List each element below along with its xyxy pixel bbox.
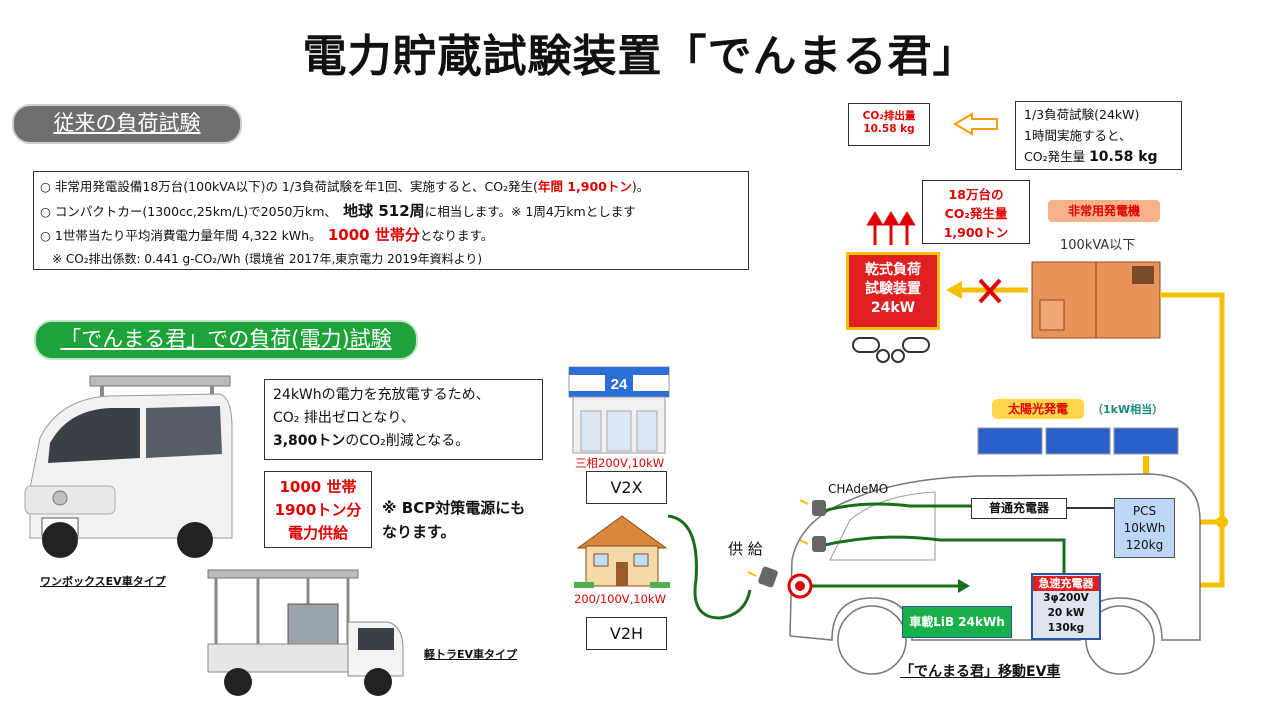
co2-hollow-arrow: [953, 112, 998, 136]
fast-charger-title: 急速充電器: [1033, 576, 1099, 591]
desc-line-1: 24kWhの電力を充放電するため、: [273, 387, 490, 403]
chademo-connector-icon: [758, 500, 826, 588]
fast-charger-line-4: 130kg: [1047, 622, 1085, 634]
dry-load-tester-box: 乾式負荷 試験装置 24kW: [846, 252, 940, 330]
solar-caption: （1kW相当）: [1092, 403, 1164, 416]
co2-total-line-3: 1,900トン: [943, 225, 1009, 240]
pcs-line-3: 120kg: [1125, 538, 1164, 552]
yellow-arrow-to-fast-charger: [1102, 577, 1116, 593]
store-sign: 24: [611, 376, 628, 393]
yellow-arrow-to-load: [946, 281, 962, 299]
house-icon: [574, 515, 670, 588]
bcp-line-2: なります。: [382, 523, 456, 541]
conventional-line-1: ○ 非常用発電設備18万台(100kVA以下)の 1/3負荷試験を年1回、実施す…: [40, 179, 650, 194]
supply-line-1: 1000 世帯: [279, 478, 357, 496]
page-title: 電力貯蔵試験装置「でんまる君」: [302, 31, 978, 82]
ev-caption: 「でんまる君」移動EV車: [900, 664, 1061, 680]
cross-icon: [978, 278, 1002, 304]
van-ev-image: [24, 375, 233, 558]
target-icon: [787, 573, 813, 599]
caption-truck: 軽トラEV車タイプ: [424, 648, 518, 661]
co2-box-line-2: 10.58 kg: [863, 123, 915, 135]
dry-load-line-2: 試験装置: [865, 281, 921, 297]
chademo-label: CHAdeMO: [828, 482, 889, 496]
co2-total-line-1: 18万台の: [948, 187, 1004, 202]
caption-van: ワンボックスEV車タイプ: [40, 575, 166, 588]
co2-total-line-2: CO₂発生量: [944, 206, 1008, 221]
fast-charger-line-2: 3φ200V: [1043, 592, 1089, 604]
co2-box-line-1: CO₂排出量: [862, 110, 916, 122]
dry-load-line-1: 乾式負荷: [865, 262, 921, 278]
fast-charger-box: 急速充電器 3φ200V 20 kW 130kg: [1031, 573, 1101, 640]
co2-total-box: 18万台の CO₂発生量 1,900トン: [922, 180, 1030, 244]
supply-label: 供 給: [728, 540, 763, 558]
desc-line-2: CO₂ 排出ゼロとなり、: [273, 410, 415, 426]
fast-charger-line-3: 20 kW: [1047, 607, 1085, 619]
red-up-arrows: [866, 211, 916, 245]
denmaru-description-box: 24kWhの電力を充放電するため、 CO₂ 排出ゼロとなり、 3,800トンのC…: [264, 379, 543, 460]
bcp-note: ※ BCP対策電源にも なります。: [382, 496, 525, 544]
solar-label: 太陽光発電: [992, 399, 1084, 419]
power-supply-box: 1000 世帯 1900トン分 電力供給: [264, 471, 372, 548]
truck-ev-image: [207, 569, 404, 696]
supply-line-3: 電力供給: [287, 524, 348, 542]
generator-caption: 100kVA以下: [1060, 238, 1136, 253]
dry-load-base-icon: [852, 337, 930, 363]
co2-emission-box: CO₂排出量 10.58 kg: [848, 103, 930, 146]
pcs-line-1: PCS: [1132, 504, 1157, 518]
supply-line-2: 1900トン分: [274, 501, 362, 519]
conventional-line-2: ○ コンパクトカー(1300cc,25km/L)で2050万km、 地球 512…: [40, 202, 636, 220]
conventional-info-box: ○ 非常用発電設備18万台(100kVA以下)の 1/3負荷試験を年1回、実施す…: [33, 171, 749, 270]
generator-icon: [1031, 261, 1161, 339]
conventional-line-3: ○ 1世帯当たり平均消費電力量年間 4,322 kWh。 1000 世帯分となり…: [40, 226, 494, 244]
bcp-line-1: ※ BCP対策電源にも: [382, 499, 526, 517]
pcs-line-2: 10kWh: [1123, 521, 1166, 535]
v2h-label: V2H: [586, 617, 667, 650]
v2x-label: V2X: [586, 471, 667, 504]
conventional-line-4: ※ CO₂排出係数: 0.441 g-CO₂/Wh (環境省 2017年,東京電…: [40, 252, 483, 266]
v2x-spec: 三相200V,10kW: [575, 456, 665, 470]
onboard-battery-box: 車載LiB 24kWh: [902, 606, 1012, 638]
solar-panel-icon: [977, 427, 1179, 455]
co2-test-line-3: CO₂発生量 10.58 kg: [1024, 149, 1158, 165]
co2-test-line-1: 1/3負荷試験(24kW): [1024, 107, 1140, 122]
v2h-spec: 200/100V,10kW: [574, 592, 666, 606]
desc-line-3: 3,800トンのCO₂削減となる。: [273, 433, 470, 449]
dry-load-line-3: 24kW: [870, 300, 916, 316]
convenience-store-icon: 24: [568, 366, 670, 454]
co2-test-line-2: 1時間実施すると、: [1024, 128, 1132, 143]
section-conventional-label: 従来の負荷試験: [12, 104, 242, 144]
normal-charger-box: 普通充電器: [971, 498, 1067, 519]
generator-label: 非常用発電機: [1048, 200, 1160, 222]
section-denmaru-label: 「でんまる君」での負荷(電力)試験: [34, 320, 418, 360]
co2-test-info-box: 1/3負荷試験(24kW) 1時間実施すると、 CO₂発生量 10.58 kg: [1015, 101, 1182, 170]
pcs-box: PCS 10kWh 120kg: [1114, 498, 1175, 558]
